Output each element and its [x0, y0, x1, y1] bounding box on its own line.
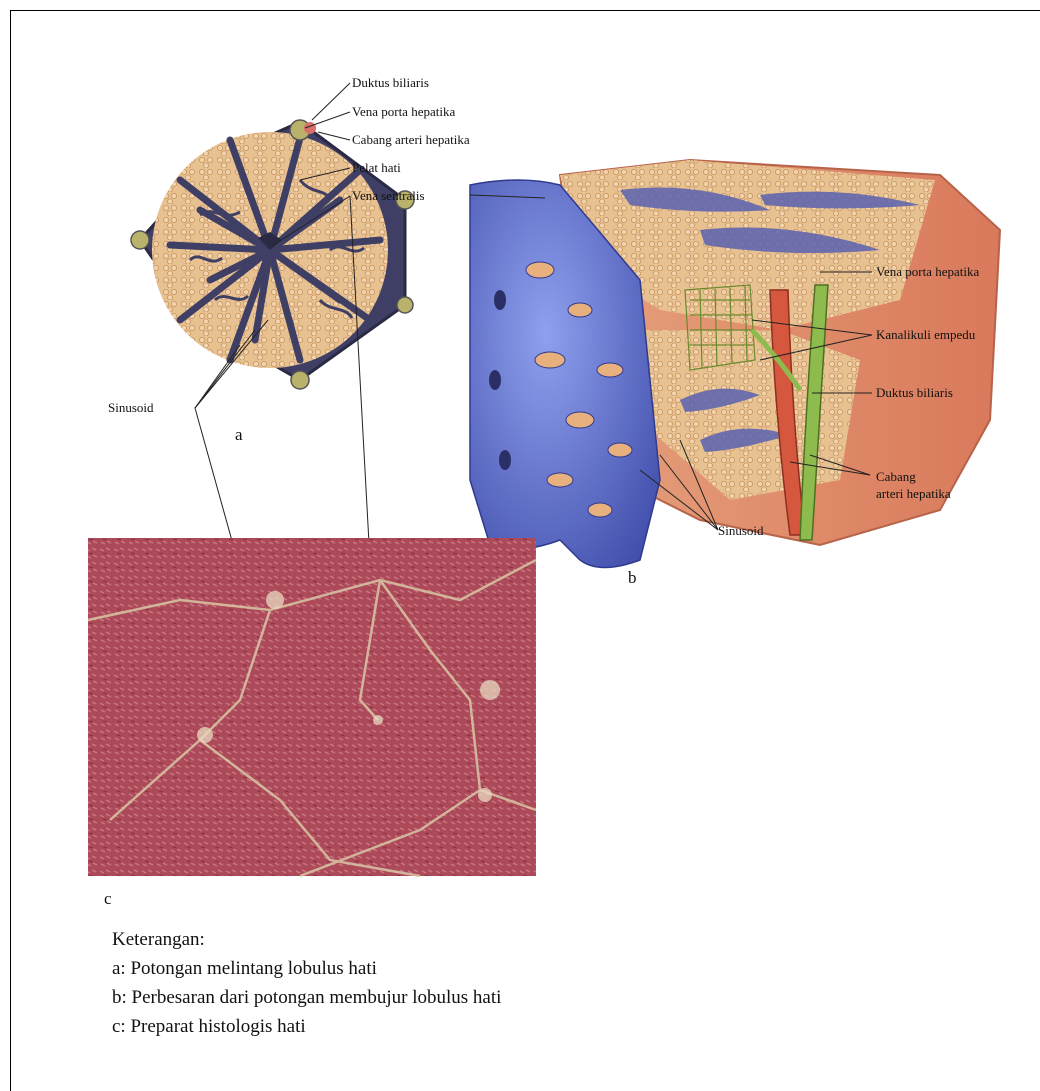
- label-vena-porta-hepatika: Vena porta hepatika: [352, 104, 455, 119]
- panel-letter-b: b: [628, 568, 637, 587]
- legend-title: Keterangan:: [112, 928, 205, 952]
- histology-micrograph: [88, 538, 536, 876]
- label-b-cabang: Cabang: [876, 469, 916, 484]
- legend-item-c: c: Preparat histologis hati: [112, 1015, 306, 1039]
- lobule-longitudinal-3d: [470, 160, 1000, 568]
- label-duktus-biliaris: Duktus biliaris: [352, 75, 429, 90]
- label-b-arteri-hepatika: arteri hepatika: [876, 486, 951, 501]
- legend-item-a: a: Potongan melintang lobulus hati: [112, 957, 377, 981]
- panel-letter-c: c: [104, 889, 112, 908]
- panel-letter-a: a: [235, 425, 243, 444]
- label-b-sinusoid: Sinusoid: [718, 523, 764, 538]
- label-b-kanalikuli: Kanalikuli empedu: [876, 327, 976, 342]
- label-b-vena-porta: Vena porta hepatika: [876, 264, 979, 279]
- legend-item-b: b: Perbesaran dari potongan membujur lob…: [112, 986, 501, 1010]
- label-b-duktus: Duktus biliaris: [876, 385, 953, 400]
- label-sinusoid-a: Sinusoid: [108, 400, 154, 415]
- label-cabang-arteri-hepatika: Cabang arteri hepatika: [352, 132, 470, 147]
- label-vena-sentralis: Vena sentralis: [352, 188, 425, 203]
- label-pelat-hati: Pelat hati: [352, 160, 401, 175]
